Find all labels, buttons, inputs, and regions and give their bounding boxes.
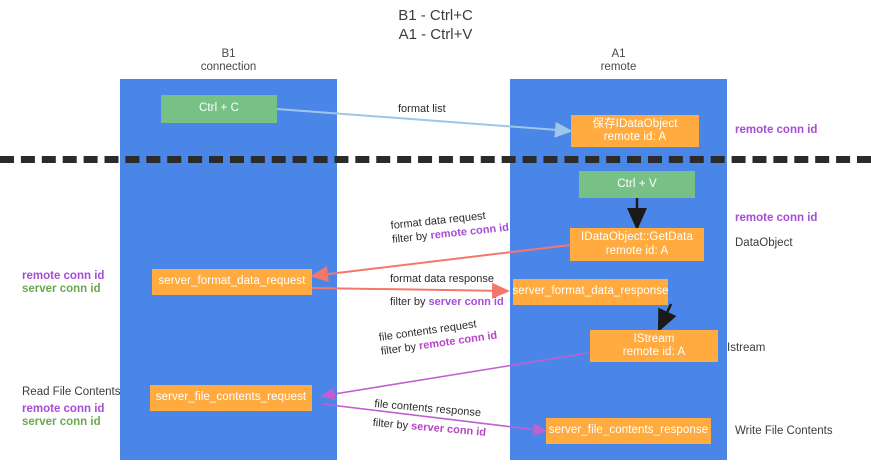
box-save-idataobject[interactable]: 保存IDataObject remote id: A [571,115,699,147]
lane-header-a1: A1 remote [600,48,637,73]
filter-prefix: filter by [391,229,432,246]
label-server-conn-id-left-2: server conn id [22,416,101,428]
arrow-label-format-data-response-line1: format data response [390,273,494,285]
filter-prefix: filter by [390,296,429,308]
page-title: B1 - Ctrl+C A1 - Ctrl+V [398,7,473,43]
arrow-label-format-data-response-line2: filter by server conn id [390,295,504,309]
box-ctrl-c[interactable]: Ctrl + C [161,95,277,123]
arrow-label-file-contents-response-line2: filter by server conn id [372,416,487,440]
label-remote-conn-id-mid: remote conn id [735,212,818,224]
label-read-file-contents: Read File Contents [22,386,121,398]
arrow-label-format-data-request: format data request filter by remote con… [390,207,510,247]
arrow-label-file-contents-response: file contents response filter by server … [372,397,488,440]
arrow-label-format-data-response: format data response filter by server co… [390,272,504,309]
arrow-label-format-list: format list [398,103,446,115]
label-remote-conn-id-left-1: remote conn id [22,270,105,282]
label-remote-conn-id-left-2: remote conn id [22,403,105,415]
label-istream: Istream [727,342,766,354]
box-server-file-contents-request[interactable]: server_file_contents_request [150,385,312,411]
filter-prefix: filter by [372,416,412,433]
box-server-format-data-request[interactable]: server_format_data_request [152,269,312,295]
filter-prefix: filter by [380,340,420,358]
section-divider [0,156,871,163]
label-dataobject: DataObject [735,237,793,249]
filter-key-server-conn-id: server conn id [410,420,487,439]
box-server-format-data-response[interactable]: server_format_data_response [512,279,668,305]
box-idataobject-getdata[interactable]: IDataObject::GetData remote id: A [570,228,704,261]
box-ctrl-v[interactable]: Ctrl + V [579,171,695,198]
label-server-conn-id-left-1: server conn id [22,283,101,295]
arrow-label-file-contents-request: file contents request filter by remote c… [378,315,498,359]
lane-header-b1: B1 connection [200,48,257,73]
label-remote-conn-id-top: remote conn id [735,124,818,136]
label-write-file-contents: Write File Contents [735,425,833,437]
box-istream[interactable]: IStream remote id: A [590,330,718,362]
box-server-file-contents-response[interactable]: server_file_contents_response [546,418,711,444]
filter-key-server-conn-id: server conn id [428,296,504,308]
